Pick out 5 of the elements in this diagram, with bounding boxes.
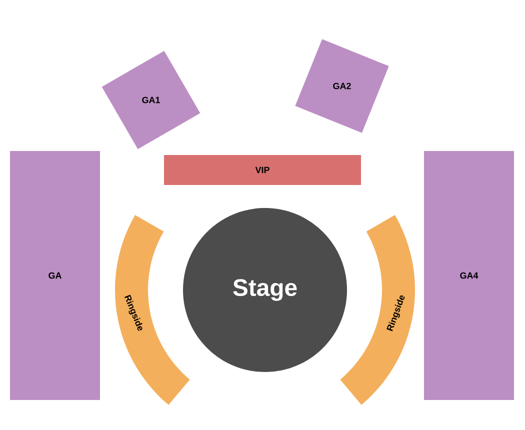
seating-section: GA: [10, 151, 100, 400]
seating-section: VIP: [164, 155, 361, 185]
seating-section: GA4: [424, 151, 514, 400]
seating-section: GA2: [295, 39, 389, 133]
seating-section: GA1: [102, 50, 200, 150]
